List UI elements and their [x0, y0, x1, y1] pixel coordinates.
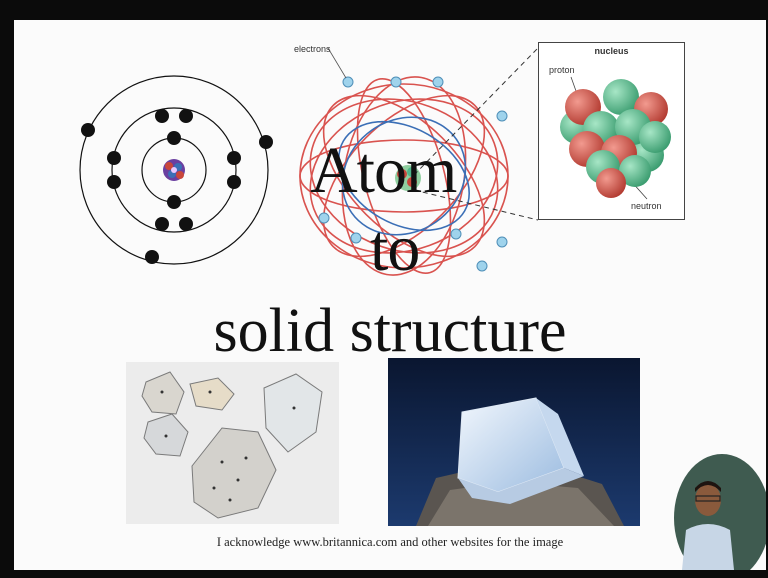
orbital-atom-diagram — [299, 47, 509, 276]
title-atom: Atom — [310, 134, 457, 207]
presenter-video — [674, 454, 766, 570]
electrons-label: electrons — [294, 44, 331, 54]
title-solid-structure: solid structure — [213, 297, 567, 365]
blue-orbits — [338, 116, 470, 236]
orbital-electrons — [318, 76, 508, 272]
calcite-crystal-photo — [388, 358, 640, 526]
slide: electrons nucleus proton neutron — [14, 20, 766, 570]
quartz-crystals-photo — [126, 362, 339, 524]
inset-connector-lines — [413, 47, 539, 221]
title-to: to — [370, 212, 420, 285]
middle-shell — [111, 107, 237, 233]
bohr-nucleus — [163, 159, 185, 181]
nucleus-title: nucleus — [594, 46, 629, 56]
acknowledgement-text: I acknowledge www.britannica.com and oth… — [216, 535, 564, 549]
bohr-atom-diagram — [79, 75, 273, 265]
nucleus-inset: nucleus proton neutron — [538, 42, 685, 220]
proton-label: proton — [549, 65, 575, 75]
bohr-electrons — [81, 109, 273, 264]
nucleus-cluster — [560, 76, 671, 200]
outer-shell — [79, 75, 269, 265]
electrons-leader-line — [327, 47, 347, 79]
neutron-label: neutron — [631, 201, 662, 211]
